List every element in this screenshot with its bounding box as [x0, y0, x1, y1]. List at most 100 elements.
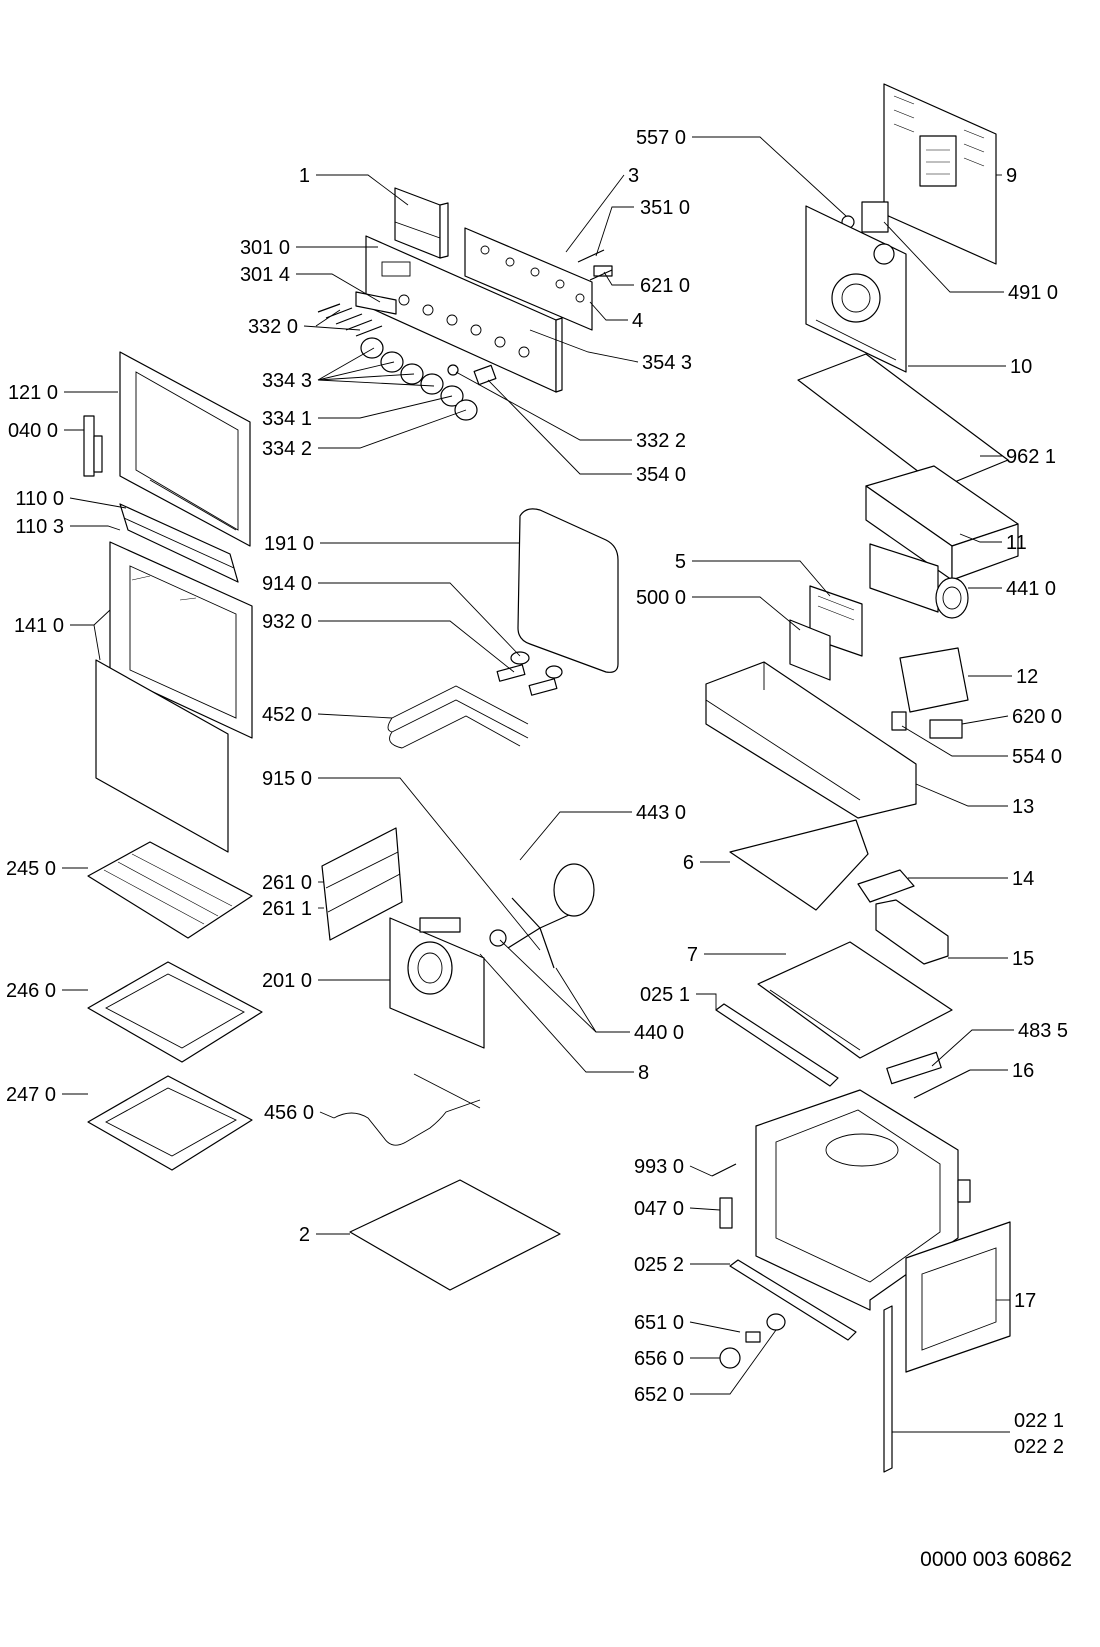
part-glass-panels	[95, 541, 253, 853]
part-vertical-rail	[883, 1305, 893, 1473]
callout-15: 15	[1012, 948, 1034, 970]
leader-lines	[62, 136, 1014, 1433]
callout-11: 11	[1006, 532, 1027, 554]
callout-3: 3	[628, 165, 639, 187]
callout-452-0: 452 0	[262, 704, 312, 726]
part-terminal-block-620	[929, 719, 963, 739]
callout-247-0: 247 0	[6, 1084, 56, 1106]
part-seal-strip	[797, 353, 1009, 489]
part-fan-relay	[861, 201, 889, 233]
callout-441-0: 441 0	[1006, 578, 1056, 600]
callout-7: 7	[687, 944, 698, 966]
callout-4: 4	[632, 310, 643, 332]
callout-121-0: 121 0	[8, 382, 58, 404]
part-lamp-assembly	[719, 1313, 786, 1369]
callout-621-0: 621 0	[640, 275, 690, 297]
part-bracket-15	[875, 899, 949, 965]
part-fan-assembly	[489, 863, 595, 969]
part-screw-993	[711, 1163, 737, 1177]
callout-334-3: 334 3	[262, 370, 312, 392]
part-control-panel	[365, 235, 563, 393]
part-duct-11	[865, 465, 1019, 581]
callout-557-0: 557 0	[636, 127, 686, 149]
callout-13: 13	[1012, 796, 1034, 818]
callout-491-0: 491 0	[1008, 282, 1058, 304]
part-hinge-040	[83, 415, 103, 477]
callout-labels: 1 3 301 0 301 4 332 0 334 3 334 1 334 2 …	[6, 127, 1068, 1458]
part-wire-shelf	[87, 841, 253, 939]
callout-16: 16	[1012, 1060, 1034, 1082]
callout-17: 17	[1014, 1290, 1036, 1312]
part-fan-cover-10	[805, 205, 907, 373]
callout-332-2: 332 2	[636, 430, 686, 452]
callout-022-2: 022 2	[1014, 1436, 1064, 1458]
callout-443-0: 443 0	[636, 802, 686, 824]
part-base-plate-7	[757, 941, 953, 1059]
part-rail-025-1	[715, 1003, 839, 1087]
part-terminal-483	[886, 1051, 942, 1085]
callout-554-0: 554 0	[1012, 746, 1062, 768]
part-side-runners	[321, 827, 403, 941]
callout-483-5: 483 5	[1018, 1020, 1068, 1042]
callout-656-0: 656 0	[634, 1348, 684, 1370]
document-number: 0000 003 60862	[920, 1548, 1072, 1571]
part-rod-16	[913, 1069, 971, 1099]
callout-6: 6	[683, 852, 694, 874]
callout-110-3: 110 3	[15, 516, 64, 538]
part-baking-tray-246	[87, 961, 263, 1063]
part-grill-element	[387, 685, 529, 749]
part-baking-tray-247	[87, 1075, 253, 1171]
part-lower-element	[333, 1073, 481, 1146]
callout-040-0: 040 0	[8, 420, 58, 442]
part-panel-6	[729, 819, 869, 911]
callout-620-0: 620 0	[1012, 706, 1062, 728]
part-bracket-1	[394, 187, 449, 259]
part-fan-cover-201	[389, 917, 485, 1049]
callout-2: 2	[299, 1224, 310, 1246]
callout-9: 9	[1006, 165, 1017, 187]
callout-022-1: 022 1	[1014, 1410, 1064, 1432]
part-fan-motor	[869, 543, 969, 619]
callout-025-1: 025 1	[640, 984, 690, 1006]
part-bottom-plate-2	[349, 1179, 561, 1291]
callout-993-0: 993 0	[634, 1156, 684, 1178]
callout-5: 5	[675, 551, 686, 573]
part-shield-12	[899, 647, 969, 713]
callout-191-0: 191 0	[264, 533, 314, 555]
part-rear-panel-9	[883, 83, 997, 265]
part-bracket-047	[719, 1197, 733, 1229]
callout-456-0: 456 0	[264, 1102, 314, 1124]
part-bracket-14	[857, 869, 915, 903]
part-door-gasket	[517, 508, 619, 673]
callout-047-0: 047 0	[634, 1198, 684, 1220]
callout-651-0: 651 0	[634, 1312, 684, 1334]
callout-141-0: 141 0	[14, 615, 64, 637]
callout-652-0: 652 0	[634, 1384, 684, 1406]
callout-334-1: 334 1	[262, 408, 312, 430]
part-element-fixings	[496, 651, 563, 696]
callout-915-0: 915 0	[262, 768, 312, 790]
part-switch-554	[891, 711, 907, 731]
parts-drawing	[83, 83, 1019, 1473]
callout-201-0: 201 0	[262, 970, 312, 992]
callout-110-0: 110 0	[15, 488, 64, 510]
callout-932-0: 932 0	[262, 611, 312, 633]
callout-440-0: 440 0	[634, 1022, 684, 1044]
part-rail-025-2	[729, 1259, 857, 1341]
callout-245-0: 245 0	[6, 858, 56, 880]
part-door-121	[119, 351, 251, 547]
callout-962-1: 962 1	[1006, 446, 1056, 468]
part-frame-13	[705, 661, 917, 819]
part-control-board-3	[464, 227, 593, 331]
callout-261-1: 261 1	[262, 898, 312, 920]
callout-261-0: 261 0	[262, 872, 312, 894]
callout-12: 12	[1016, 666, 1038, 688]
callout-301-0: 301 0	[240, 237, 290, 259]
callout-354-3: 354 3	[642, 352, 692, 374]
callout-14: 14	[1012, 868, 1034, 890]
callout-500-0: 500 0	[636, 587, 686, 609]
part-relay-block	[789, 585, 863, 681]
callout-025-2: 025 2	[634, 1254, 684, 1276]
part-door-handle	[119, 503, 239, 583]
